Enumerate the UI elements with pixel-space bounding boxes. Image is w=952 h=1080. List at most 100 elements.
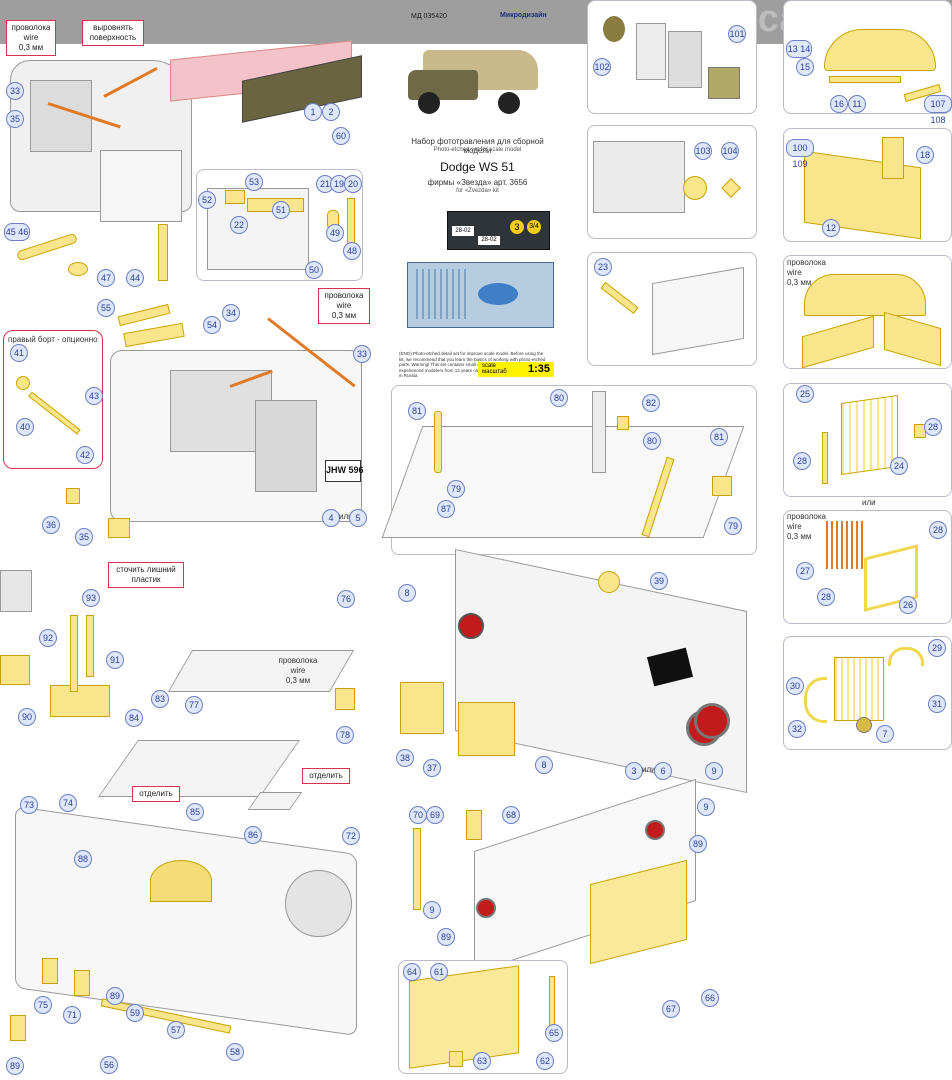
callout-104: 104	[721, 142, 739, 160]
callout-101: 101	[728, 25, 746, 43]
callout-37: 37	[423, 759, 441, 777]
callout-62: 62	[536, 1052, 554, 1070]
callout-35b: 35	[75, 528, 93, 546]
cover-model: Dodge WS 51	[440, 160, 515, 174]
panel-grille-guard	[783, 383, 952, 497]
callout-34: 34	[222, 304, 240, 322]
callout-42: 42	[76, 446, 94, 464]
callout-48: 48	[343, 242, 361, 260]
callout-71: 71	[63, 1006, 81, 1024]
callout-87: 87	[437, 500, 455, 518]
note-grind-excess: сточить лишний пластик	[108, 562, 184, 588]
panel-hood	[783, 0, 952, 114]
callout-12: 12	[822, 219, 840, 237]
callout-2: 2	[322, 103, 340, 121]
pe-part-44	[158, 224, 168, 281]
callout-11: 11	[848, 95, 866, 113]
callout-28: 28	[924, 418, 942, 436]
panel-windshield	[587, 252, 757, 366]
callout-75: 75	[34, 996, 52, 1014]
callout-80b: 80	[643, 432, 661, 450]
callout-72: 72	[342, 827, 360, 845]
callout-41: 41	[10, 344, 28, 362]
brand-name: Микродизайн	[500, 12, 547, 19]
callout-89c: 89	[689, 835, 707, 853]
note-wire-mid: проволока wire 0,3 мм	[318, 288, 370, 324]
cover-kit-en: for «Zvezda» kit	[456, 188, 499, 194]
callout-81b: 81	[710, 428, 728, 446]
callout-66: 66	[701, 989, 719, 1007]
callout-51: 51	[272, 201, 290, 219]
callout-73: 73	[20, 796, 38, 814]
callout-24: 24	[890, 457, 908, 475]
or-label-4-5: или	[339, 512, 353, 521]
callout-67: 67	[662, 1000, 680, 1018]
callout-1: 1	[304, 103, 322, 121]
callout-16: 16	[830, 95, 848, 113]
callout-92: 92	[39, 629, 57, 647]
callout-27: 27	[796, 562, 814, 580]
callout-9c: 9	[423, 901, 441, 919]
callout-78: 78	[336, 726, 354, 744]
callout-4: 4	[322, 509, 340, 527]
callout-79b: 79	[724, 517, 742, 535]
callout-9: 9	[705, 762, 723, 780]
callout-83: 83	[151, 690, 169, 708]
callout-18: 18	[916, 146, 934, 164]
callout-44: 44	[126, 269, 144, 287]
callout-7: 7	[876, 725, 894, 743]
plate-text: JHW 596	[326, 465, 364, 475]
callout-33: 33	[6, 82, 24, 100]
callout-59: 59	[126, 1004, 144, 1022]
panel-canopy-frame	[783, 255, 952, 369]
callout-84: 84	[125, 709, 143, 727]
callout-43: 43	[85, 387, 103, 405]
note-wire-top: проволока wire 0,3 мм	[6, 20, 56, 56]
note-separate-2: отделить	[302, 768, 350, 784]
callout-82: 82	[642, 394, 660, 412]
callout-68: 68	[502, 806, 520, 824]
callout-88: 88	[74, 850, 92, 868]
callout-79: 79	[447, 480, 465, 498]
panel-cargo-bench	[381, 385, 757, 555]
callout-39: 39	[650, 572, 668, 590]
callout-15: 15	[796, 58, 814, 76]
callout-22: 22	[230, 216, 248, 234]
callout-103: 103	[694, 142, 712, 160]
callout-29: 29	[928, 639, 946, 657]
callout-32: 32	[788, 720, 806, 738]
callout-89d: 89	[437, 928, 455, 946]
callout-47: 47	[97, 269, 115, 287]
callout-77: 77	[185, 696, 203, 714]
note-wire-right1: проволока wire 0,3 мм	[787, 258, 826, 287]
callout-6: 6	[654, 762, 672, 780]
callout-60: 60	[332, 127, 350, 145]
pe-part-47	[68, 262, 88, 276]
callout-80: 80	[550, 389, 568, 407]
callout-25: 25	[796, 385, 814, 403]
callout-20: 20	[344, 175, 362, 193]
callout-28b: 28	[793, 452, 811, 470]
callout-56: 56	[100, 1056, 118, 1074]
callout-31: 31	[928, 695, 946, 713]
note-wire-bottom: проволока wire 0,3 мм	[278, 656, 318, 685]
callout-64: 64	[403, 963, 421, 981]
callout-45-46: 45 46	[4, 223, 30, 241]
callout-74: 74	[59, 794, 77, 812]
cover-title-en: Photo-etched set for scale model	[433, 147, 522, 153]
cover-title-ru: Набор фототравления для сборной модели	[411, 137, 544, 155]
panel-headlight-guard	[783, 636, 952, 750]
callout-8b: 8	[535, 756, 553, 774]
callout-5: 5	[349, 509, 367, 527]
cover-warning: (ENG) Photo-etched detail set for improv…	[399, 351, 546, 378]
callout-28c: 28	[929, 521, 947, 539]
callout-52: 52	[198, 191, 216, 209]
callout-33b: 33	[353, 345, 371, 363]
callout-91: 91	[106, 651, 124, 669]
callout-69: 69	[426, 806, 444, 824]
callout-85: 85	[186, 803, 204, 821]
callout-3: 3	[625, 762, 643, 780]
or-label-3-6: или	[642, 765, 656, 774]
cover-kit-ru: фирмы «Звезда» арт. 3656	[427, 178, 528, 187]
product-code: МД 035420	[411, 13, 447, 20]
